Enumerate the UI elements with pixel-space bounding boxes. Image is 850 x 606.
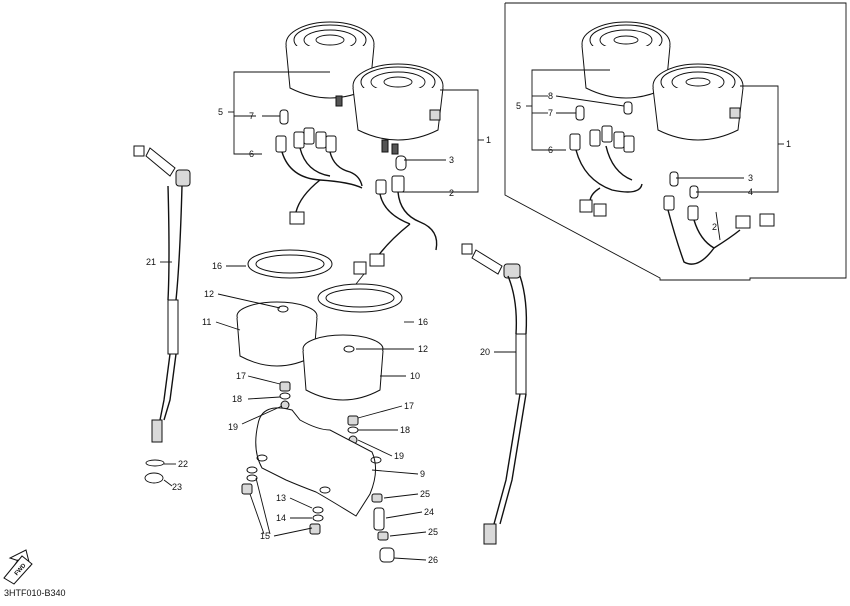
callout-4: 4 <box>748 187 753 197</box>
callout-17: 17 <box>236 371 246 381</box>
callout-21: 21 <box>146 257 156 267</box>
tachometer-assembly <box>352 63 444 155</box>
inset-speedometer <box>581 21 671 99</box>
callout-3: 3 <box>449 155 454 165</box>
callout-13: 13 <box>276 493 286 503</box>
meter-lead-wiring <box>281 147 438 285</box>
callout-5: 5 <box>218 107 223 117</box>
callout-25: 25 <box>428 527 438 537</box>
callout-23: 23 <box>172 482 182 492</box>
callout-22: 22 <box>178 459 188 469</box>
callout-9: 9 <box>420 469 425 479</box>
callout-1: 1 <box>486 135 491 145</box>
callout-18: 18 <box>400 425 410 435</box>
callout-5: 5 <box>516 101 521 111</box>
callout-8: 8 <box>548 91 553 101</box>
callout-18: 18 <box>232 394 242 404</box>
callout-10: 10 <box>410 371 420 381</box>
fwd-arrow-icon: FWD <box>3 549 33 585</box>
lens-ring-right <box>317 283 403 313</box>
callout-24: 24 <box>424 507 434 517</box>
lens-ring-left <box>247 249 333 279</box>
leader-lines <box>160 69 784 561</box>
meter-bulb-sockets <box>275 109 407 195</box>
callout-2: 2 <box>712 222 717 232</box>
callout-6: 6 <box>548 145 553 155</box>
callout-16: 16 <box>418 317 428 327</box>
meter-bracket <box>255 407 382 517</box>
inset-frame <box>504 2 847 281</box>
callout-17: 17 <box>404 401 414 411</box>
callout-15: 15 <box>260 531 270 541</box>
diagram-code: 3HTF010-B340 <box>4 588 66 598</box>
meter-case-left <box>236 301 318 367</box>
tachometer-cable <box>461 243 528 545</box>
callout-6: 6 <box>249 149 254 159</box>
inset-sockets-and-harness <box>569 101 775 265</box>
speedometer-cable <box>133 145 191 484</box>
callout-12: 12 <box>418 344 428 354</box>
callout-16: 16 <box>212 261 222 271</box>
inset-tachometer <box>652 63 744 141</box>
callout-19: 19 <box>228 422 238 432</box>
callout-2: 2 <box>449 188 454 198</box>
callout-20: 20 <box>480 347 490 357</box>
callout-1: 1 <box>786 139 791 149</box>
callout-11: 11 <box>202 317 211 327</box>
callout-3: 3 <box>748 173 753 183</box>
callout-numbers: 1 3 2 5 7 6 21 16 16 12 12 11 10 17 18 1… <box>146 91 791 565</box>
callout-19: 19 <box>394 451 404 461</box>
bracket-fasteners <box>241 466 395 563</box>
callout-7: 7 <box>548 108 553 118</box>
meter-case-right <box>302 334 384 401</box>
callout-7: 7 <box>249 111 254 121</box>
callout-12: 12 <box>204 289 214 299</box>
callout-26: 26 <box>428 555 438 565</box>
callout-14: 14 <box>276 513 286 523</box>
callout-25: 25 <box>420 489 430 499</box>
